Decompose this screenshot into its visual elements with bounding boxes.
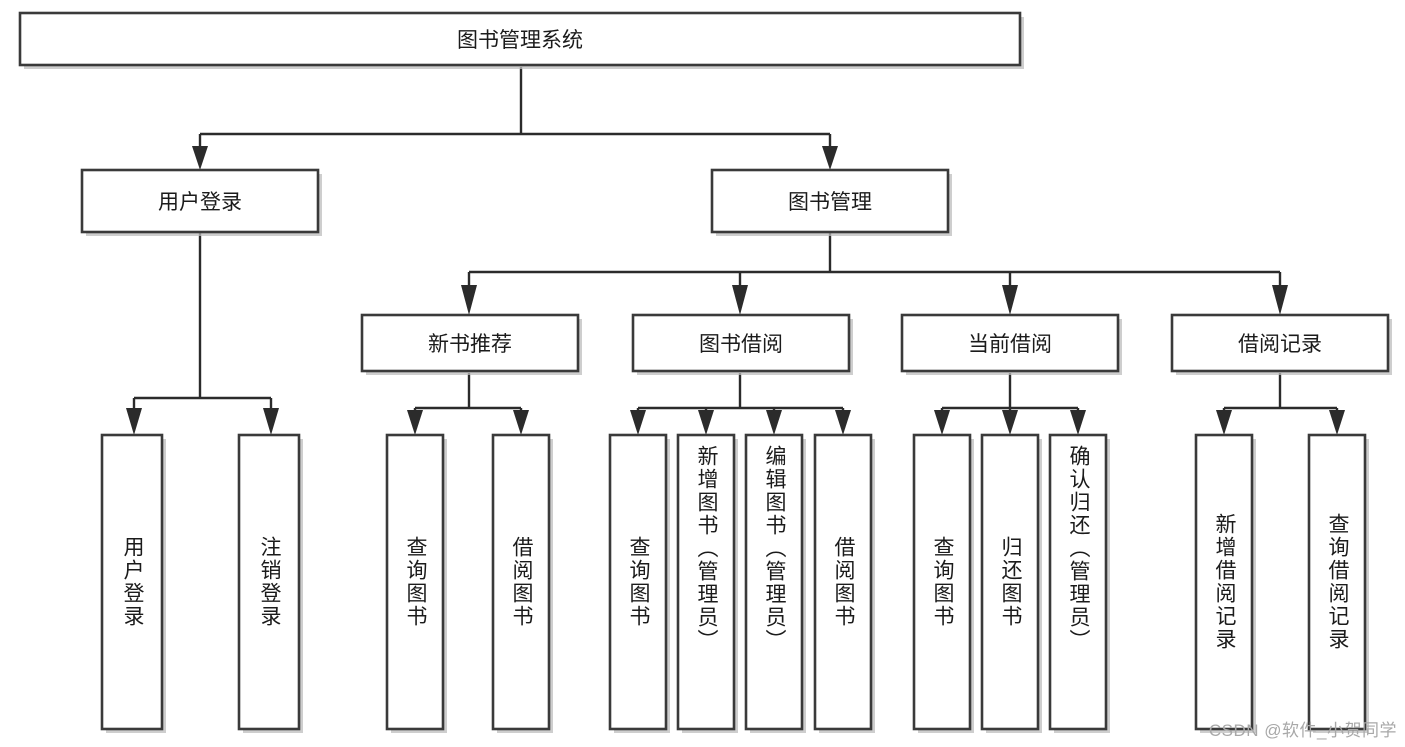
node-current-borrow-rect[interactable] (900, 313, 1120, 373)
arrow-to-leaf-add-book (698, 410, 714, 435)
arrow-to-leaf-edit-book (766, 410, 782, 435)
leaf-user-login[interactable] (100, 433, 166, 733)
csdn-watermark: CSDN @软件_小贺同学 (1208, 721, 1397, 740)
leaf-query-record[interactable] (1307, 433, 1369, 733)
node-new-book-recommend[interactable] (360, 313, 582, 375)
arrow-to-leaf-confirm-return (1070, 410, 1086, 435)
leaf-cur-query-book[interactable] (912, 433, 974, 733)
leaf-logout-rect[interactable] (237, 433, 301, 731)
leaf-add-record-rect[interactable] (1194, 433, 1254, 731)
node-borrow-records-rect[interactable] (1170, 313, 1390, 373)
arrow-to-leaf-add-record (1216, 410, 1232, 435)
leaf-edit-book-rect[interactable] (744, 433, 804, 731)
node-book-borrow[interactable] (631, 313, 853, 375)
arrow-to-current-borrow (1002, 285, 1018, 315)
leaf-confirm-return[interactable] (1048, 433, 1110, 733)
arrow-to-leaf-rec-borrow-book (513, 410, 529, 435)
leaf-rec-query-book[interactable] (385, 433, 447, 733)
node-root-rect[interactable] (18, 11, 1022, 67)
leaf-add-book[interactable] (676, 433, 738, 733)
arrow-to-new-book-recommend (461, 285, 477, 315)
leaf-logout[interactable] (237, 433, 303, 733)
node-borrow-records[interactable] (1170, 313, 1392, 375)
arrow-to-book-management (822, 146, 838, 170)
leaf-cur-query-book-rect[interactable] (912, 433, 972, 731)
leaf-user-login-rect[interactable] (100, 433, 164, 731)
node-book-management-rect[interactable] (710, 168, 950, 234)
arrow-to-leaf-query-record (1329, 410, 1345, 435)
leaf-rec-borrow-book-rect[interactable] (491, 433, 551, 731)
connector-group (126, 67, 1345, 435)
arrow-to-leaf-borrow-book (835, 410, 851, 435)
node-root[interactable] (18, 11, 1024, 69)
leaf-borrow-query-book[interactable] (608, 433, 670, 733)
arrow-to-book-borrow (732, 285, 748, 315)
leaf-query-record-rect[interactable] (1307, 433, 1367, 731)
leaf-confirm-return-rect[interactable] (1048, 433, 1108, 731)
arrow-to-leaf-return-book (1002, 410, 1018, 435)
leaf-return-book[interactable] (980, 433, 1042, 733)
arrow-to-borrow-records (1272, 285, 1288, 315)
leaf-rec-query-book-rect[interactable] (385, 433, 445, 731)
node-current-borrow[interactable] (900, 313, 1122, 375)
arrow-to-leaf-rec-query-book (407, 410, 423, 435)
leaf-borrow-book[interactable] (813, 433, 875, 733)
node-book-management[interactable] (710, 168, 952, 236)
leaf-borrow-query-book-rect[interactable] (608, 433, 668, 731)
leaf-edit-book[interactable] (744, 433, 806, 733)
arrow-to-leaf-logout (263, 408, 279, 435)
node-new-book-recommend-rect[interactable] (360, 313, 580, 373)
leaf-borrow-book-rect[interactable] (813, 433, 873, 731)
node-user-login[interactable] (80, 168, 322, 236)
arrow-to-leaf-borrow-query-book (630, 410, 646, 435)
leaf-rec-borrow-book[interactable] (491, 433, 553, 733)
arrow-to-user-login (192, 146, 208, 170)
node-book-borrow-rect[interactable] (631, 313, 851, 373)
leaf-add-book-rect[interactable] (676, 433, 736, 731)
arrow-to-leaf-cur-query-book (934, 410, 950, 435)
node-user-login-rect[interactable] (80, 168, 320, 234)
leaf-add-record[interactable] (1194, 433, 1256, 733)
leaf-return-book-rect[interactable] (980, 433, 1040, 731)
arrow-to-leaf-user-login (126, 408, 142, 435)
